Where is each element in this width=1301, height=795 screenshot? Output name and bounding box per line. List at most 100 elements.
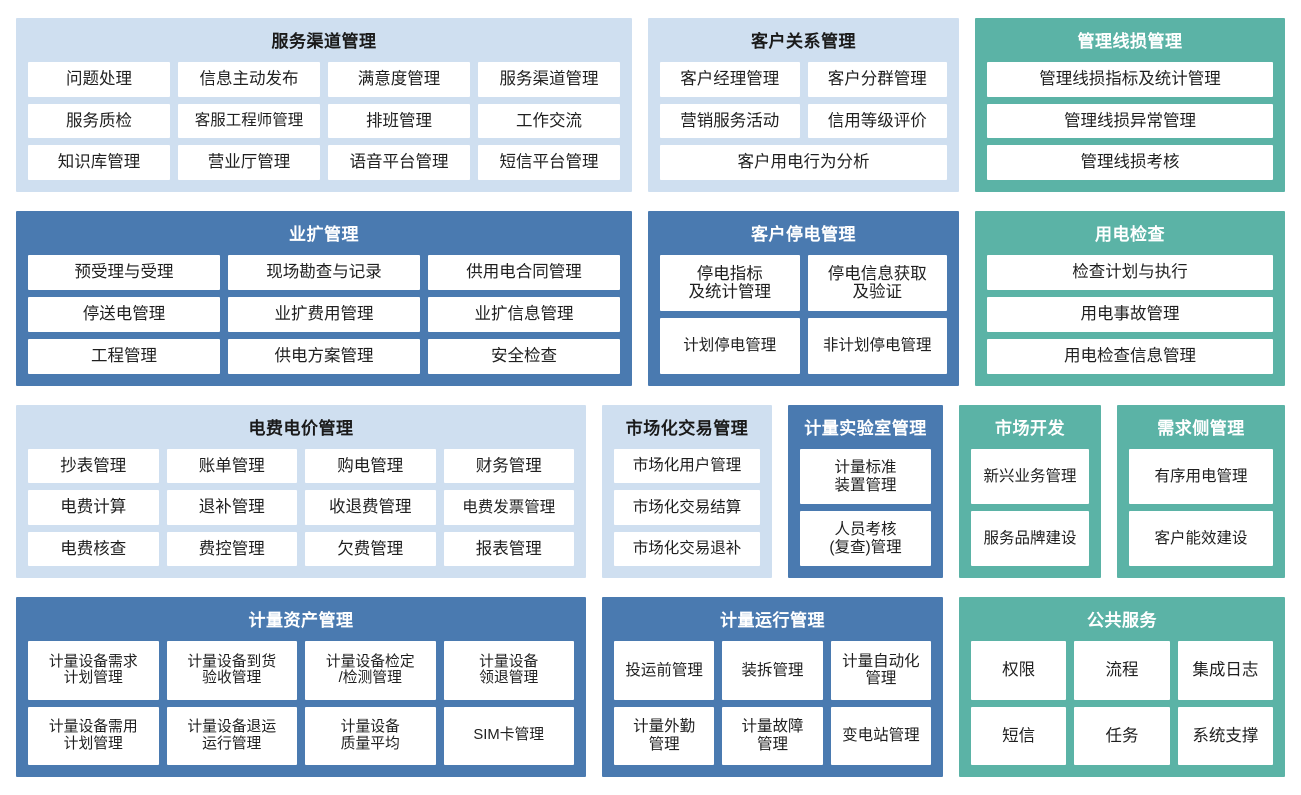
cell-item[interactable]: 新兴业务管理 (971, 449, 1089, 504)
cell-item[interactable]: 系统支撑 (1177, 706, 1273, 765)
panel-electricity-fee-and-price-management[interactable]: 电费电价管理 抄表管理 账单管理 购电管理 财务管理 电费计算 退补管理 收退费… (16, 405, 586, 578)
cell-item[interactable]: 问题处理 (28, 62, 170, 97)
cell-item[interactable]: SIM卡管理 (443, 706, 574, 765)
cell-item[interactable]: 停送电管理 (28, 297, 220, 332)
cell-item[interactable]: 营业厅管理 (178, 145, 320, 181)
cell-item[interactable]: 停电信息获取 及验证 (807, 255, 947, 311)
cell-item[interactable]: 抄表管理 (28, 449, 159, 484)
cell-item[interactable]: 非计划停电管理 (807, 318, 947, 374)
cell-item[interactable]: 现场勘查与记录 (228, 255, 420, 290)
cell-item[interactable]: 计量自动化 管理 (830, 641, 931, 700)
cell-item[interactable]: 任务 (1074, 706, 1170, 765)
cell-item[interactable]: 客户经理管理 (660, 62, 800, 97)
cell-item[interactable]: 客户能效建设 (1129, 511, 1273, 566)
cell-item[interactable]: 信息主动发布 (178, 62, 320, 97)
panel-demand-side-management[interactable]: 需求侧管理 有序用电管理 客户能效建设 (1117, 405, 1285, 578)
panel-service-channel-management[interactable]: 服务渠道管理 问题处理 信息主动发布 满意度管理 服务渠道管理 服务质检 客服工… (16, 18, 632, 192)
cell-item[interactable]: 收退费管理 (305, 490, 436, 525)
cell-item[interactable]: 业扩信息管理 (428, 297, 620, 332)
cell-item[interactable]: 客户用电行为分析 (660, 145, 947, 181)
cell-item[interactable]: 知识库管理 (28, 145, 170, 181)
cell-item[interactable]: 计量设备 领退管理 (443, 641, 574, 700)
cell-item[interactable]: 计量设备到货 验收管理 (166, 641, 297, 700)
panel-market-trading-management[interactable]: 市场化交易管理 市场化用户管理 市场化交易结算 市场化交易退补 (602, 405, 772, 578)
cell-item[interactable]: 工程管理 (28, 339, 220, 374)
panel-metering-laboratory-management[interactable]: 计量实验室管理 计量标准 装置管理 人员考核 (复查)管理 (788, 405, 943, 578)
cell-item[interactable]: 营销服务活动 (660, 103, 800, 139)
cell-item[interactable]: 计量设备需用 计划管理 (28, 706, 159, 765)
cell-item[interactable]: 电费计算 (28, 490, 159, 525)
grid-row: 计量设备需求 计划管理 计量设备到货 验收管理 计量设备检定 /检测管理 计量设… (28, 641, 574, 700)
cell-item[interactable]: 权限 (971, 641, 1067, 700)
cell-item[interactable]: 财务管理 (443, 449, 574, 484)
panel-metering-operation-management[interactable]: 计量运行管理 投运前管理 装拆管理 计量自动化 管理 计量外勤 管理 计量故障 … (602, 597, 943, 777)
cell-item[interactable]: 电费核查 (28, 531, 159, 566)
cell-item[interactable]: 安全检查 (428, 339, 620, 374)
panel-metering-asset-management[interactable]: 计量资产管理 计量设备需求 计划管理 计量设备到货 验收管理 计量设备检定 /检… (16, 597, 586, 777)
cell-item[interactable]: 计量标准 装置管理 (800, 449, 931, 504)
cell-item[interactable]: 投运前管理 (614, 641, 715, 700)
grid-row: 人员考核 (复查)管理 (800, 511, 931, 566)
cell-item[interactable]: 预受理与受理 (28, 255, 220, 290)
cell-item[interactable]: 市场化交易结算 (614, 490, 760, 525)
panel-market-development[interactable]: 市场开发 新兴业务管理 服务品牌建设 (959, 405, 1101, 578)
cell-item[interactable]: 信用等级评价 (807, 103, 947, 139)
cell-item[interactable]: 用电检查信息管理 (987, 339, 1273, 374)
cell-item[interactable]: 满意度管理 (328, 62, 470, 97)
cell-item[interactable]: 市场化交易退补 (614, 531, 760, 566)
cell-item[interactable]: 有序用电管理 (1129, 449, 1273, 504)
cell-item[interactable]: 排班管理 (328, 103, 470, 139)
cell-item[interactable]: 变电站管理 (830, 706, 931, 765)
cell-item[interactable]: 人员考核 (复查)管理 (800, 511, 931, 566)
cell-item[interactable]: 计量外勤 管理 (614, 706, 715, 765)
cell-item[interactable]: 流程 (1074, 641, 1170, 700)
cell-item[interactable]: 客服工程师管理 (178, 103, 320, 139)
cell-item[interactable]: 购电管理 (305, 449, 436, 484)
cell-item[interactable]: 短信 (971, 706, 1067, 765)
grid-row: 用电检查信息管理 (987, 339, 1273, 374)
cell-item[interactable]: 计量设备检定 /检测管理 (305, 641, 436, 700)
cell-item[interactable]: 供电方案管理 (228, 339, 420, 374)
panel-title: 用电检查 (1095, 225, 1165, 244)
cell-item[interactable]: 计划停电管理 (660, 318, 800, 374)
cell-item[interactable]: 账单管理 (166, 449, 297, 484)
panel-customer-outage-management[interactable]: 客户停电管理 停电指标 及统计管理 停电信息获取 及验证 计划停电管理 非计划停… (648, 211, 959, 386)
cell-item[interactable]: 语音平台管理 (328, 145, 470, 181)
cell-item[interactable]: 管理线损异常管理 (987, 103, 1273, 139)
cell-item[interactable]: 检查计划与执行 (987, 255, 1273, 290)
panel-public-services[interactable]: 公共服务 权限 流程 集成日志 短信 任务 系统支撑 (959, 597, 1285, 777)
cell-item[interactable]: 报表管理 (443, 531, 574, 566)
cell-item[interactable]: 集成日志 (1177, 641, 1273, 700)
cell-item[interactable]: 工作交流 (478, 103, 620, 139)
cell-item[interactable]: 费控管理 (166, 531, 297, 566)
panel-title: 需求侧管理 (1157, 419, 1245, 438)
cell-item[interactable]: 供用电合同管理 (428, 255, 620, 290)
cell-item[interactable]: 市场化用户管理 (614, 449, 760, 484)
cell-item[interactable]: 计量设备 质量平均 (305, 706, 436, 765)
cell-item[interactable]: 业扩费用管理 (228, 297, 420, 332)
panel-cell-grid: 预受理与受理 现场勘查与记录 供用电合同管理 停送电管理 业扩费用管理 业扩信息… (28, 255, 620, 374)
cell-item[interactable]: 装拆管理 (722, 641, 823, 700)
cell-item[interactable]: 停电指标 及统计管理 (660, 255, 800, 311)
cell-item[interactable]: 客户分群管理 (807, 62, 947, 97)
cell-item[interactable]: 管理线损指标及统计管理 (987, 62, 1273, 97)
cell-item[interactable]: 服务品牌建设 (971, 511, 1089, 566)
panel-management-line-loss[interactable]: 管理线损管理 管理线损指标及统计管理 管理线损异常管理 管理线损考核 (975, 18, 1285, 192)
panel-business-expansion-management[interactable]: 业扩管理 预受理与受理 现场勘查与记录 供用电合同管理 停送电管理 业扩费用管理… (16, 211, 632, 386)
cell-item[interactable]: 电费发票管理 (443, 490, 574, 525)
cell-item[interactable]: 退补管理 (166, 490, 297, 525)
panel-electricity-inspection[interactable]: 用电检查 检查计划与执行 用电事故管理 用电检查信息管理 (975, 211, 1285, 386)
cell-item[interactable]: 计量设备退运 运行管理 (166, 706, 297, 765)
cell-item[interactable]: 管理线损考核 (987, 145, 1273, 181)
cell-item[interactable]: 用电事故管理 (987, 297, 1273, 332)
grid-row: 电费核查 费控管理 欠费管理 报表管理 (28, 531, 574, 566)
cell-item[interactable]: 计量故障 管理 (722, 706, 823, 765)
grid-row: 计量外勤 管理 计量故障 管理 变电站管理 (614, 706, 931, 765)
cell-item[interactable]: 计量设备需求 计划管理 (28, 641, 159, 700)
panel-customer-relationship-management[interactable]: 客户关系管理 客户经理管理 客户分群管理 营销服务活动 信用等级评价 客户用电行… (648, 18, 959, 192)
cell-item[interactable]: 欠费管理 (305, 531, 436, 566)
cell-item[interactable]: 服务渠道管理 (478, 62, 620, 97)
cell-item[interactable]: 短信平台管理 (478, 145, 620, 181)
cell-item[interactable]: 服务质检 (28, 103, 170, 139)
